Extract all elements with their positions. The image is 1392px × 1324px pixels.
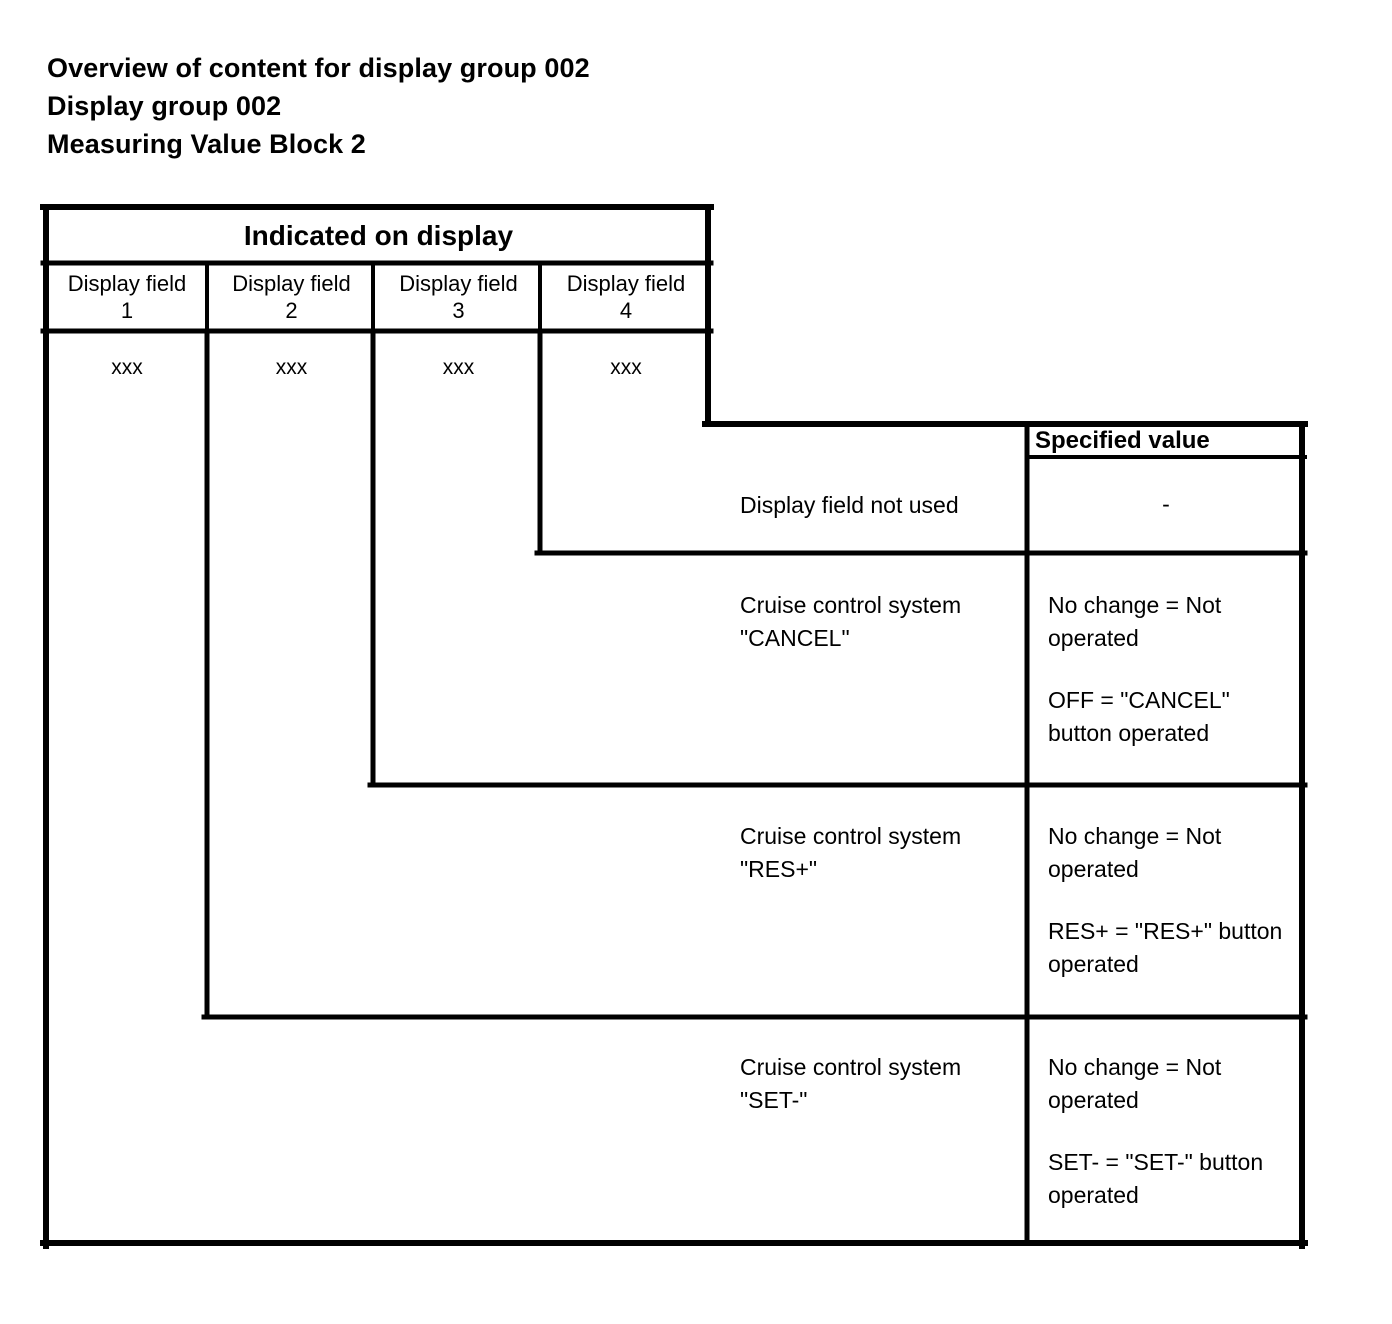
row-description-line-1: Display field not used: [740, 492, 959, 518]
row-description-display-field-not-used: Display field not used: [740, 489, 1020, 522]
row-value-paragraph-1: No change = Not operated: [1048, 592, 1222, 651]
column-header-number-4: 4: [619, 298, 633, 323]
row-description-cancel: Cruise control system "CANCEL": [740, 589, 1025, 655]
heading-line-3: Measuring Value Block 2: [47, 129, 366, 159]
row-description-line-2: "SET-": [740, 1087, 808, 1113]
column-header-label-1: Display field: [67, 271, 187, 296]
row-description-line-2: "CANCEL": [740, 625, 850, 651]
column-header-display-field-4: Display field 4: [544, 270, 708, 324]
row-description-line-1: Cruise control system: [740, 1054, 962, 1080]
heading-line-1: Overview of content for display group 00…: [47, 53, 590, 83]
column-header-display-field-3: Display field 3: [377, 270, 540, 324]
row-value-paragraph-1: No change = Not operated: [1048, 823, 1222, 882]
row-description-line-1: Cruise control system: [740, 823, 962, 849]
document-heading: Overview of content for display group 00…: [47, 49, 947, 163]
display-field-value-3: xxx: [442, 356, 475, 379]
row-value-set-minus: No change = Not operated SET- = "SET-" b…: [1048, 1051, 1296, 1212]
table-banner-title: Indicated on display: [243, 220, 514, 251]
display-field-value-1: xxx: [111, 356, 143, 379]
row-value-res-plus: No change = Not operated RES+ = "RES+" b…: [1048, 820, 1296, 981]
row-value-paragraph-2: SET- = "SET-" button operated: [1048, 1149, 1264, 1208]
row-description-set-minus: Cruise control system "SET-": [740, 1051, 1025, 1117]
row-description-line-2: "RES+": [740, 856, 818, 882]
column-header-label-2: Display field: [232, 271, 351, 296]
row-description-line-1: Cruise control system: [740, 592, 962, 618]
column-header-display-field-1: Display field 1: [47, 270, 207, 324]
row-value-cancel: No change = Not operated OFF = "CANCEL" …: [1048, 589, 1296, 750]
row-value-paragraph-2: OFF = "CANCEL" button operated: [1048, 687, 1230, 746]
row-description-res-plus: Cruise control system "RES+": [740, 820, 1025, 886]
column-header-label-3: Display field: [399, 271, 518, 296]
column-header-display-field-2: Display field 2: [210, 270, 373, 324]
row-value-paragraph-2: RES+ = "RES+" button operated: [1048, 918, 1283, 977]
column-header-number-2: 2: [285, 298, 298, 323]
display-field-value-4: xxx: [610, 356, 642, 379]
column-header-label-4: Display field: [566, 271, 686, 296]
row-value-display-field-not-used: -: [1162, 491, 1170, 517]
column-header-number-3: 3: [452, 298, 465, 323]
specified-value-header: Specified value: [1035, 427, 1210, 454]
heading-line-2: Display group 002: [47, 91, 282, 121]
display-field-value-2: xxx: [275, 356, 308, 379]
row-value-paragraph-1: No change = Not operated: [1048, 1054, 1222, 1113]
column-header-number-1: 1: [120, 298, 134, 323]
